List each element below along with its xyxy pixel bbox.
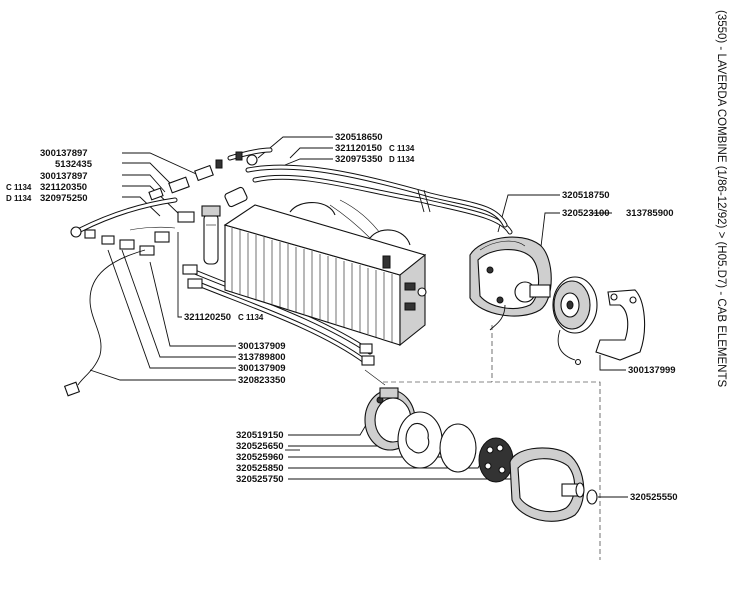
label-p7: 321120150 — [335, 143, 382, 154]
label-p12-suffix: C 1134 — [238, 313, 264, 322]
label-p4-suffix: C 1134 — [6, 183, 32, 192]
label-p13: 300137909 — [238, 341, 286, 352]
label-p9: 320518750 — [562, 190, 610, 201]
label-p5: 320975250 — [40, 193, 88, 204]
label-p2: 5132435 — [55, 159, 93, 170]
condenser-unit — [223, 202, 427, 347]
label-p8-suffix: D 1134 — [389, 155, 415, 164]
left-fittings — [70, 151, 243, 256]
label-p6: 320518650 — [335, 132, 383, 143]
clutch-pulley — [552, 276, 598, 366]
label-p5-suffix: D 1134 — [6, 194, 32, 203]
label-p4: 321120350 — [40, 182, 87, 193]
page-title: (3550) - LAVERDA COMBINE (1/86-12/92) > … — [715, 10, 727, 388]
label-p14: 313789800 — [238, 352, 286, 363]
label-p23: 320525550 — [630, 492, 678, 503]
sensor-cable — [63, 249, 146, 397]
refrigerant-pipes — [227, 147, 513, 241]
label-p11: 313785900 — [626, 208, 674, 219]
label-p3: 300137897 — [40, 171, 88, 182]
label-p19: 320525650 — [236, 441, 284, 452]
label-p21: 320525850 — [236, 463, 284, 474]
label-p1: 300137897 — [40, 148, 88, 159]
page-title-vertical: (3550) - LAVERDA COMBINE (1/86-12/92) > … — [709, 10, 729, 390]
exploded-view-frame — [364, 325, 601, 560]
label-p20: 320525960 — [236, 452, 284, 463]
label-p8: 320975350 — [335, 154, 383, 165]
label-p10: 320523100 — [562, 208, 610, 219]
exploded-parts — [364, 387, 598, 522]
mounting-bracket — [595, 289, 646, 361]
label-p17: 300137999 — [628, 365, 676, 376]
label-p18: 320519150 — [236, 430, 284, 441]
receiver-drier — [201, 154, 258, 265]
label-p12: 321120250 — [184, 312, 231, 323]
compressor-assembly — [469, 236, 552, 331]
label-p22: 320525750 — [236, 474, 284, 485]
part-labels: 300137897 5132435 300137897 C 1134 32112… — [6, 132, 678, 503]
label-p7-suffix: C 1134 — [389, 144, 415, 153]
label-p16: 320823350 — [238, 375, 286, 386]
label-p15: 300137909 — [238, 363, 286, 374]
